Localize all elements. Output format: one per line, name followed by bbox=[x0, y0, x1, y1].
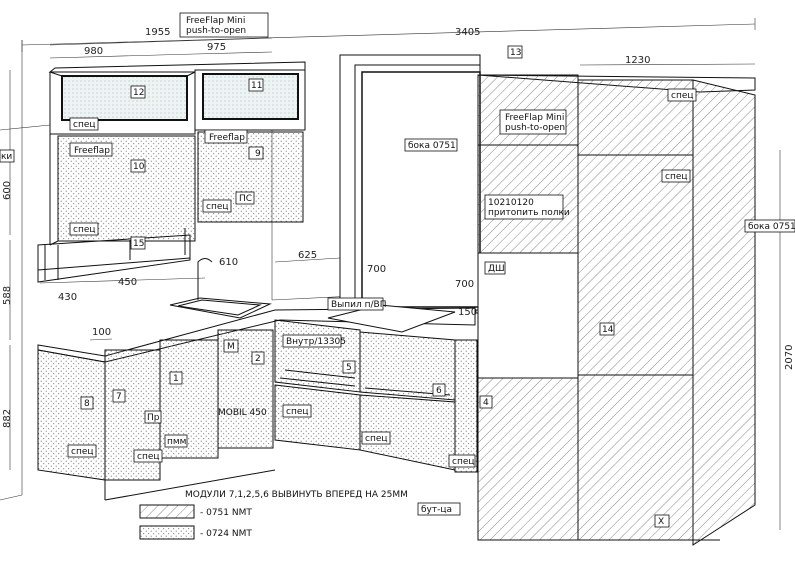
spec-label: спец bbox=[671, 91, 694, 101]
dim-upper: 1955 bbox=[145, 27, 170, 38]
module-number: 13 bbox=[510, 48, 521, 58]
module-number: 9 bbox=[255, 149, 261, 159]
dim-450: 450 bbox=[118, 277, 137, 288]
dim-610: 610 bbox=[219, 257, 238, 268]
spec-label: спец bbox=[286, 407, 309, 417]
push-to-open-label: push-to-open bbox=[505, 123, 565, 133]
annotations: FreeFlap Mini push-to-open FreeFlap Mini… bbox=[0, 12, 795, 528]
pr-label: Пр bbox=[147, 413, 160, 423]
spec-label: спец bbox=[665, 172, 688, 182]
upper-cabinets bbox=[37, 61, 306, 283]
edge-label: ки bbox=[1, 152, 12, 162]
dim-2070: 2070 bbox=[784, 345, 795, 370]
dim-430: 430 bbox=[58, 292, 77, 303]
legend: МОДУЛИ 7,1,2,5,6 ВЫВИНУТЬ ВПЕРЕД НА 25ММ… bbox=[139, 490, 408, 540]
base-cabinets bbox=[37, 258, 478, 501]
module-number: 15 bbox=[133, 239, 144, 249]
legend-note: МОДУЛИ 7,1,2,5,6 ВЫВИНУТЬ ВПЕРЕД НА 25ММ bbox=[185, 490, 408, 500]
module-number: 5 bbox=[346, 363, 352, 373]
freeflap-label: Freeflap bbox=[74, 146, 110, 156]
legend-item: - 0751 NMT bbox=[200, 508, 252, 518]
cutout-label: Выпил п/ВП bbox=[331, 300, 387, 310]
module-number: 7 bbox=[116, 392, 122, 402]
dsh-label: ДШ bbox=[488, 264, 505, 274]
boka-label: бока 0751 bbox=[748, 222, 795, 232]
module-numbers: 12 11 10 9 15 13 14 1 2 4 5 6 7 8 bbox=[80, 45, 615, 410]
dim-150: 150 bbox=[458, 307, 477, 318]
module-number: 2 bbox=[255, 354, 261, 364]
dim-700: 700 bbox=[455, 279, 474, 290]
freeflap-label: Freeflap bbox=[209, 133, 245, 143]
dim-total: 3405 bbox=[455, 27, 480, 38]
dim-1230: 1230 bbox=[625, 55, 650, 66]
dim-625: 625 bbox=[298, 250, 317, 261]
spec-label: спец bbox=[71, 447, 94, 457]
dim-975: 975 bbox=[207, 42, 226, 53]
dim-100: 100 bbox=[92, 327, 111, 338]
pmm-label: пмм bbox=[167, 437, 186, 447]
legend-item: - 0724 NMT bbox=[200, 529, 252, 539]
inner-label: Внутр/13305 bbox=[286, 337, 346, 347]
spec-label: спец bbox=[452, 457, 475, 467]
module-number: 8 bbox=[84, 399, 90, 409]
module-number: 1 bbox=[173, 374, 179, 384]
dim-980: 980 bbox=[84, 46, 103, 57]
tall-cabinets bbox=[477, 74, 756, 546]
module-number: 12 bbox=[133, 88, 144, 98]
window bbox=[339, 54, 481, 314]
spec-label: спец bbox=[73, 120, 96, 130]
bottle-label: бут-ца bbox=[421, 505, 452, 515]
note-code: 10210120 bbox=[488, 198, 534, 208]
note-shelves: притопить полки bbox=[488, 208, 570, 218]
push-to-open-label: push-to-open bbox=[186, 26, 246, 36]
spec-label: спец bbox=[73, 225, 96, 235]
module-number: 6 bbox=[436, 386, 442, 396]
module-number: 11 bbox=[251, 81, 262, 91]
dim-588: 588 bbox=[2, 286, 13, 305]
ps-label: ПС bbox=[239, 194, 252, 204]
freeflap-mini-label: FreeFlap Mini bbox=[505, 113, 564, 123]
dimension-texts: 3405 1955 980 975 1230 625 700 700 150 4… bbox=[2, 27, 795, 428]
spec-label: спец bbox=[365, 434, 388, 444]
freeflap-mini-label: FreeFlap Mini bbox=[186, 16, 245, 26]
dim-700: 700 bbox=[367, 264, 386, 275]
boka-label: бока 0751 bbox=[408, 141, 456, 151]
mobil-label: MOBIL 450 bbox=[218, 408, 267, 418]
module-number: 4 bbox=[483, 398, 489, 408]
dim-882: 882 bbox=[2, 409, 13, 428]
spec-label: спец bbox=[137, 452, 160, 462]
dimension-lines bbox=[9, 18, 781, 530]
dim-600: 600 bbox=[2, 181, 13, 200]
spec-label: спец bbox=[206, 202, 229, 212]
m-label: М bbox=[227, 342, 235, 352]
module-number: 10 bbox=[133, 162, 145, 172]
module-number: 14 bbox=[602, 325, 614, 335]
x-label: X bbox=[658, 517, 664, 527]
